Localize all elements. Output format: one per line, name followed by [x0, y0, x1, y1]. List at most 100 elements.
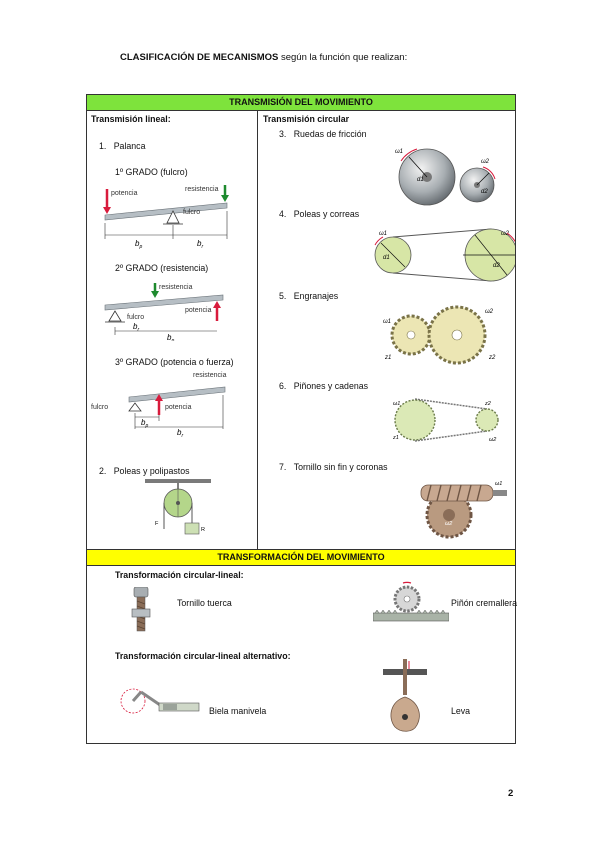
polea-r-label: R	[201, 527, 205, 533]
ceiling	[145, 479, 211, 483]
z2-label-2: z2	[484, 401, 491, 407]
biela-manivela-label: Biela manivela	[209, 706, 267, 716]
br-label: br	[197, 239, 203, 249]
z1-label-2: z1	[392, 435, 399, 441]
friction-wheels-diagram: ω1 ω2 d1 d2	[395, 148, 496, 206]
item-poleas-correas: 4. Poleas y correas	[279, 209, 359, 219]
resistencia-arrowhead-2	[151, 291, 159, 298]
crank-path	[120, 688, 146, 714]
grado-3-label: 3º GRADO (potencia o fuerza)	[115, 357, 234, 367]
bp-label-3: bp	[141, 418, 148, 429]
d2-label-2: d2	[493, 263, 500, 269]
slider	[163, 704, 177, 710]
w1-label: ω1	[395, 149, 403, 155]
leva-label: Leva	[451, 706, 471, 716]
page-number: 2	[508, 788, 514, 799]
pinon-cremallera-label: Piñón cremallera	[451, 598, 518, 608]
fulcrum-triangle-3	[128, 402, 142, 412]
bp-label: bp	[135, 239, 142, 249]
item-poleas: 2. Poleas y polipastos	[99, 466, 189, 476]
tornillo-tuerca-label: Tornillo tuerca	[177, 598, 232, 608]
cam-diagram	[383, 659, 427, 732]
lever-1st-class-diagram: potencia resistencia fulcro bp br	[103, 185, 229, 249]
item-tornillo-sin-fin: 7. Tornillo sin fin y coronas	[279, 462, 388, 472]
fulcro-label: fulcro	[183, 209, 200, 216]
item-label: Tornillo sin fin y coronas	[293, 462, 388, 472]
w1-label-3: ω1	[383, 319, 391, 325]
worm-gear-diagram: ω1 ω2	[420, 481, 507, 539]
chain	[414, 398, 488, 442]
item-num: 2.	[99, 466, 107, 476]
alternativo-heading: Transformación circular-lineal alternati…	[115, 651, 291, 661]
mechanisms-table: TRANSMISIÓN DEL MOVIMIENTO Transmisión l…	[86, 94, 518, 744]
potencia-label-2: potencia	[185, 307, 212, 314]
item-label: Piñones y cadenas	[293, 381, 369, 391]
title-rest: según la función que realizan:	[278, 52, 408, 63]
sprocket-2	[475, 408, 499, 432]
crank	[131, 691, 143, 702]
title-bold: CLASIFICACIÓN DE MECANISMOS	[120, 52, 279, 63]
transformacion-header: TRANSFORMACIÓN DEL MOVIMIENTO	[87, 549, 515, 566]
resistencia-label: resistencia	[185, 186, 219, 193]
item-engranajes: 5. Engranajes	[279, 291, 338, 301]
page-title: CLASIFICACIÓN DE MECANISMOS según la fun…	[120, 52, 407, 63]
lever-3rd-class-diagram: resistencia fulcro potencia bp br	[91, 372, 227, 437]
rack	[373, 612, 449, 622]
item-pinones-cadenas: 6. Piñones y cadenas	[279, 381, 368, 391]
pulley-diagram: F R	[145, 479, 211, 535]
pulley-belt-diagram: d1 d2 ω1 ω2	[374, 228, 515, 282]
grado-2-label: 2º GRADO (resistencia)	[115, 263, 209, 273]
sprocket-1	[394, 399, 436, 441]
grado-1-label: 1º GRADO (fulcro)	[115, 167, 188, 177]
fulcrum-triangle-2	[108, 310, 122, 322]
item-num: 1.	[99, 141, 107, 151]
item-label: Palanca	[113, 141, 146, 151]
w2-label-2: ω2	[501, 231, 510, 237]
lever-bar	[104, 202, 228, 221]
item-num: 6.	[279, 381, 287, 391]
item-label: Poleas y polipastos	[113, 466, 190, 476]
gears-diagram: ω1 ω2 z1 z2	[383, 305, 496, 365]
w2-label-5: ω2	[445, 521, 452, 527]
w1-label-2: ω1	[379, 231, 387, 237]
item-label: Engranajes	[293, 291, 339, 301]
item-num: 3.	[279, 129, 287, 139]
item-palanca: 1. Palanca	[99, 141, 145, 151]
potencia-arrowhead	[103, 207, 111, 214]
potencia-label: potencia	[111, 190, 138, 197]
item-num: 7.	[279, 462, 287, 472]
d2-label: d2	[481, 189, 488, 195]
screw-nut-diagram	[131, 587, 151, 632]
crank-rod-diagram	[120, 688, 200, 714]
br-label-3: br	[177, 428, 183, 437]
item-label: Ruedas de fricción	[293, 129, 367, 139]
w1-label-4: ω1	[393, 401, 400, 407]
z1-label: z1	[384, 355, 391, 361]
lever-2nd-class-diagram: resistencia fulcro potencia bp br	[104, 283, 224, 341]
cam-follower	[403, 659, 407, 695]
item-label: Poleas y correas	[293, 209, 360, 219]
bp-label-2: bp	[167, 333, 174, 341]
z2-label: z2	[488, 355, 496, 361]
rack-pinion-diagram	[373, 581, 449, 622]
resistencia-label-3: resistencia	[193, 372, 227, 379]
d1-label: d1	[417, 177, 424, 183]
lineal-heading: Transmisión lineal:	[91, 114, 171, 124]
w1-label-5: ω1	[495, 481, 502, 487]
w2-label-3: ω2	[485, 309, 494, 315]
circular-heading: Transmisión circular	[263, 114, 350, 124]
lever-bar-2	[104, 294, 224, 311]
column-divider	[257, 111, 258, 549]
item-num: 5.	[279, 291, 287, 301]
item-ruedas-friccion: 3. Ruedas de fricción	[279, 129, 367, 139]
d1-label-2: d1	[383, 255, 390, 261]
nut	[131, 608, 151, 618]
chain-sprocket-diagram: ω1 ω2 z1 z2	[392, 398, 499, 443]
lever-bar-3	[128, 386, 226, 403]
w2-label: ω2	[481, 159, 490, 165]
br-label-2: br	[133, 322, 139, 333]
fulcro-label-3: fulcro	[91, 404, 108, 411]
polea-f-label: F	[155, 521, 159, 527]
circular-lineal-heading: Transformación circular-lineal:	[115, 570, 244, 580]
fulcro-label-2: fulcro	[127, 314, 144, 321]
